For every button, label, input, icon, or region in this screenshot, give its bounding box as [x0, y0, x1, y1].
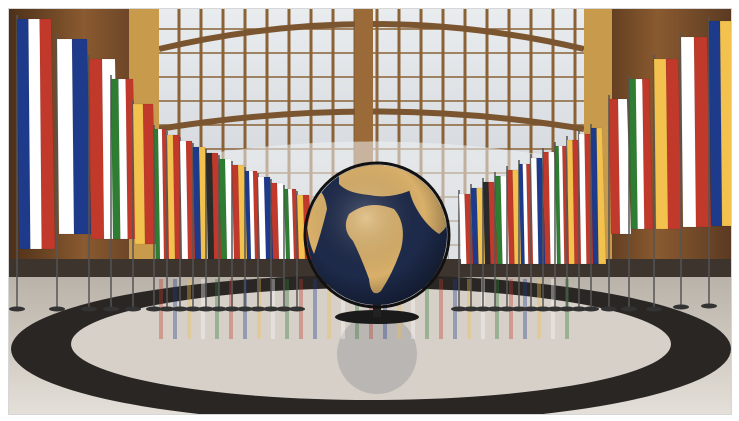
flag: [583, 124, 607, 312]
flag: [601, 95, 632, 312]
flag: [511, 160, 535, 312]
hall-scene: [9, 9, 731, 414]
flag: [49, 35, 92, 312]
floor-reflection: [337, 314, 417, 394]
flag: [673, 33, 712, 310]
globe-stand-post: [373, 301, 381, 317]
flag-rows: [9, 15, 731, 312]
flag: [559, 136, 583, 312]
flag: [701, 17, 731, 309]
flag: [146, 125, 171, 312]
floor-inner-circle: [71, 288, 671, 400]
globe-meridian-ring: [303, 161, 451, 309]
flag: [9, 15, 56, 312]
flag: [276, 185, 301, 312]
photo-frame: [8, 8, 732, 415]
globe: [303, 161, 451, 309]
flag: [621, 75, 654, 312]
flag: [547, 142, 571, 312]
flag: [487, 172, 511, 312]
flag: [646, 55, 683, 312]
